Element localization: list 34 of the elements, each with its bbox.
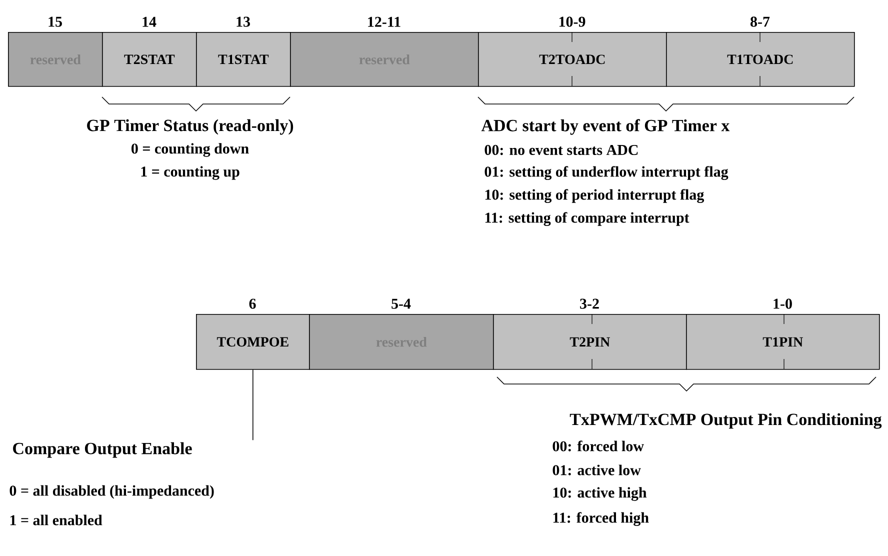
annotation-text: 0 = all disabled (hi-impedanced) xyxy=(10,485,214,499)
annotation-text: GP Timer Status (read-only) xyxy=(87,119,294,135)
annotation-text: 0 = counting down xyxy=(132,143,249,157)
register-field-box: T1STAT xyxy=(196,32,291,87)
bit-number: 1-0 xyxy=(774,298,792,309)
bit-number: 10-9 xyxy=(559,16,586,27)
annotation-text: 10: setting of period interrupt flag xyxy=(485,189,704,203)
annotation-text: 1 = counting up xyxy=(141,166,240,180)
register-field-box: T2TOADC xyxy=(478,32,667,87)
bit-number: 15 xyxy=(48,16,62,27)
annotation-text: 01: active low xyxy=(552,464,641,476)
register-field-box: T2PIN xyxy=(493,314,687,370)
bit-number: 3-2 xyxy=(580,298,599,309)
heading-text: Compare Output Enable xyxy=(13,442,192,458)
bit-number: 8-7 xyxy=(750,16,770,27)
annotation-text: 11: setting of compare interrupt xyxy=(485,212,690,226)
annotation-text: ADC start by event of GP Timer x xyxy=(481,119,730,135)
annotation-text: 1 = all enabled xyxy=(10,514,102,526)
bit-number: 6 xyxy=(249,298,256,309)
annotation-text: TxPWM/TxCMP Output Pin Conditioning xyxy=(570,413,882,429)
annotation-text: 00: no event starts ADC xyxy=(484,144,638,156)
annotation-text: 00: forced low xyxy=(552,440,644,452)
annotation-text: 01: setting of underflow interrupt flag xyxy=(484,166,728,180)
bit-number: 13 xyxy=(236,16,250,27)
register-field-box: T1PIN xyxy=(686,314,880,370)
register-field-box: T2STAT xyxy=(102,32,197,87)
leader-line xyxy=(252,369,254,440)
annotation-text: 10: active high xyxy=(553,487,647,501)
bit-number: 12-11 xyxy=(368,16,400,27)
register-field-box: TCOMPOE xyxy=(196,314,310,370)
bit-number: 14 xyxy=(142,16,156,27)
register-field-box: T1TOADC xyxy=(666,32,855,87)
bit-number: 5-4 xyxy=(392,298,411,309)
annotation-text: 11: forced high xyxy=(553,512,649,526)
